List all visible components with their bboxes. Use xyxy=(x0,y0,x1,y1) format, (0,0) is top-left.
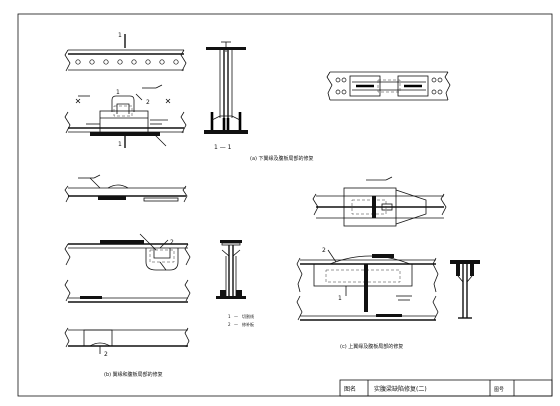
legend-2-text: 修补板 xyxy=(242,321,254,327)
page-label: 图号 xyxy=(494,387,504,393)
detail-b-strip xyxy=(64,174,188,203)
detail-b-section xyxy=(216,240,246,299)
title-block: 图名 实腹梁缺陷修复(二) 图号 xyxy=(339,379,553,397)
legend-1-text: 切割线 xyxy=(242,313,254,319)
sheet-border xyxy=(17,13,553,397)
callout-2-a: 2 xyxy=(146,99,150,106)
legend-1-dash: — xyxy=(234,314,238,319)
detail-c-elevation: 1 2 xyxy=(296,247,439,321)
detail-a-plan xyxy=(326,71,451,101)
section-mark-bottom: 1 xyxy=(118,141,122,148)
detail-a-section: 1 — 1 xyxy=(204,41,248,151)
caption-a: (a) 下翼缘及腹板局部的修复 xyxy=(250,155,314,162)
detail-b-bottom-strip: 2 xyxy=(64,327,190,358)
caption-b: (b) 翼缘和腹板局部的修复 xyxy=(104,371,163,378)
callout-2-c: 2 xyxy=(322,247,326,254)
legend-2-num: 2 xyxy=(228,322,231,327)
detail-c-section xyxy=(450,260,480,319)
detail-c-plan xyxy=(312,176,447,227)
caption-c: (c) 上翼缘及腹板局部的修复 xyxy=(340,343,403,350)
legend-2-dash: — xyxy=(234,322,238,327)
section-label: 1 — 1 xyxy=(214,144,232,151)
callout-1-c: 1 xyxy=(338,295,342,302)
detail-a-elevation: 1 1 1 2 xyxy=(64,32,187,148)
callout-2-b-strip: 2 xyxy=(104,351,108,358)
callout-1-a: 1 xyxy=(116,89,120,96)
section-mark-top: 1 xyxy=(118,32,122,39)
legend: 1 — 切割线 2 — 修补板 xyxy=(228,313,254,327)
title-label: 图名 xyxy=(344,385,356,393)
drawing-title: 实腹梁缺陷修复(二) xyxy=(374,385,427,393)
detail-b-elevation: 2 xyxy=(64,233,191,303)
legend-1-num: 1 xyxy=(228,314,231,319)
callout-2-b: 2 xyxy=(170,239,174,246)
